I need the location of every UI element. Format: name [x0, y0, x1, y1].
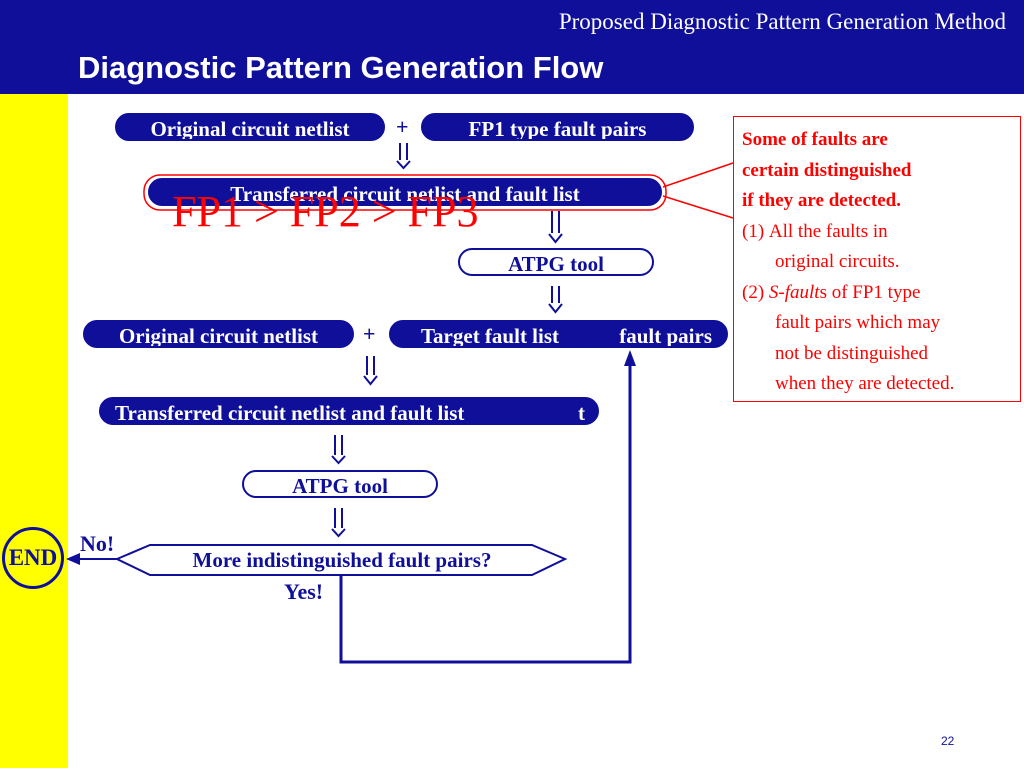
transferred-netlist-box: Transferred circuit netlist and fault li…: [148, 178, 662, 206]
no-arrow-head: [66, 553, 80, 565]
highlight-outline: [143, 174, 667, 211]
plus-sign: +: [396, 114, 409, 139]
callout-note: Some of faults are certain distinguished…: [733, 116, 1021, 402]
end-terminal: END: [2, 527, 64, 589]
atpg-tool-box-2: ATPG tool: [242, 470, 438, 498]
loop-arrow-head: [624, 350, 636, 366]
note-line: fault pairs which may: [775, 312, 941, 333]
note-item-1: (1) All the faults in: [742, 220, 888, 242]
atpg-tool-box: ATPG tool: [458, 248, 654, 276]
down-arrow-icon: [331, 435, 346, 465]
page-number: 22: [941, 734, 955, 748]
slide-title: Diagnostic Pattern Generation Flow: [78, 50, 604, 85]
down-arrow-icon: [396, 143, 411, 170]
yes-loop-path: [339, 362, 632, 664]
no-label: No!: [80, 531, 115, 556]
original-netlist-box: Original circuit netlist: [115, 113, 385, 141]
trailing-char: t: [578, 401, 585, 425]
yellow-sidebar: [0, 94, 68, 768]
down-arrow-icon: [363, 356, 378, 386]
note-item-2: (2) S-faults of FP1 type: [742, 281, 921, 303]
down-arrow-icon: [548, 211, 563, 244]
down-arrow-icon: [331, 508, 346, 538]
decision-question: More indistinguished fault pairs?: [192, 548, 492, 572]
note-line: original circuits.: [775, 251, 900, 272]
note-line: not be distinguished: [775, 342, 929, 364]
header-bar: Proposed Diagnostic Pattern Generation M…: [0, 0, 1024, 94]
decision-hexagon: [114, 544, 568, 576]
plus-sign-2: +: [363, 321, 376, 346]
note-line: if they are detected.: [742, 190, 901, 211]
original-netlist-box-2: Original circuit netlist: [83, 320, 354, 348]
note-line: Some of faults are: [742, 129, 888, 150]
note-line: certain distinguished: [742, 159, 912, 181]
transferred-label: Transferred circuit netlist and fault li…: [115, 401, 465, 425]
note-line: when they are detected.: [775, 373, 955, 394]
yes-label: Yes!: [284, 579, 324, 604]
fp-order-overlay: FP1 > FP2 > FP3: [172, 187, 479, 236]
callout-line: [662, 195, 734, 219]
down-arrow-icon: [548, 286, 563, 314]
transferred-netlist-box-2: Transferred circuit netlist and fault li…: [99, 397, 599, 425]
callout-line: [662, 162, 734, 188]
fp1-fault-pairs-box: FP1 type fault pairs: [421, 113, 694, 141]
target-fault-list-box: Target fault list: [389, 320, 591, 348]
section-title: Proposed Diagnostic Pattern Generation M…: [558, 9, 1006, 34]
